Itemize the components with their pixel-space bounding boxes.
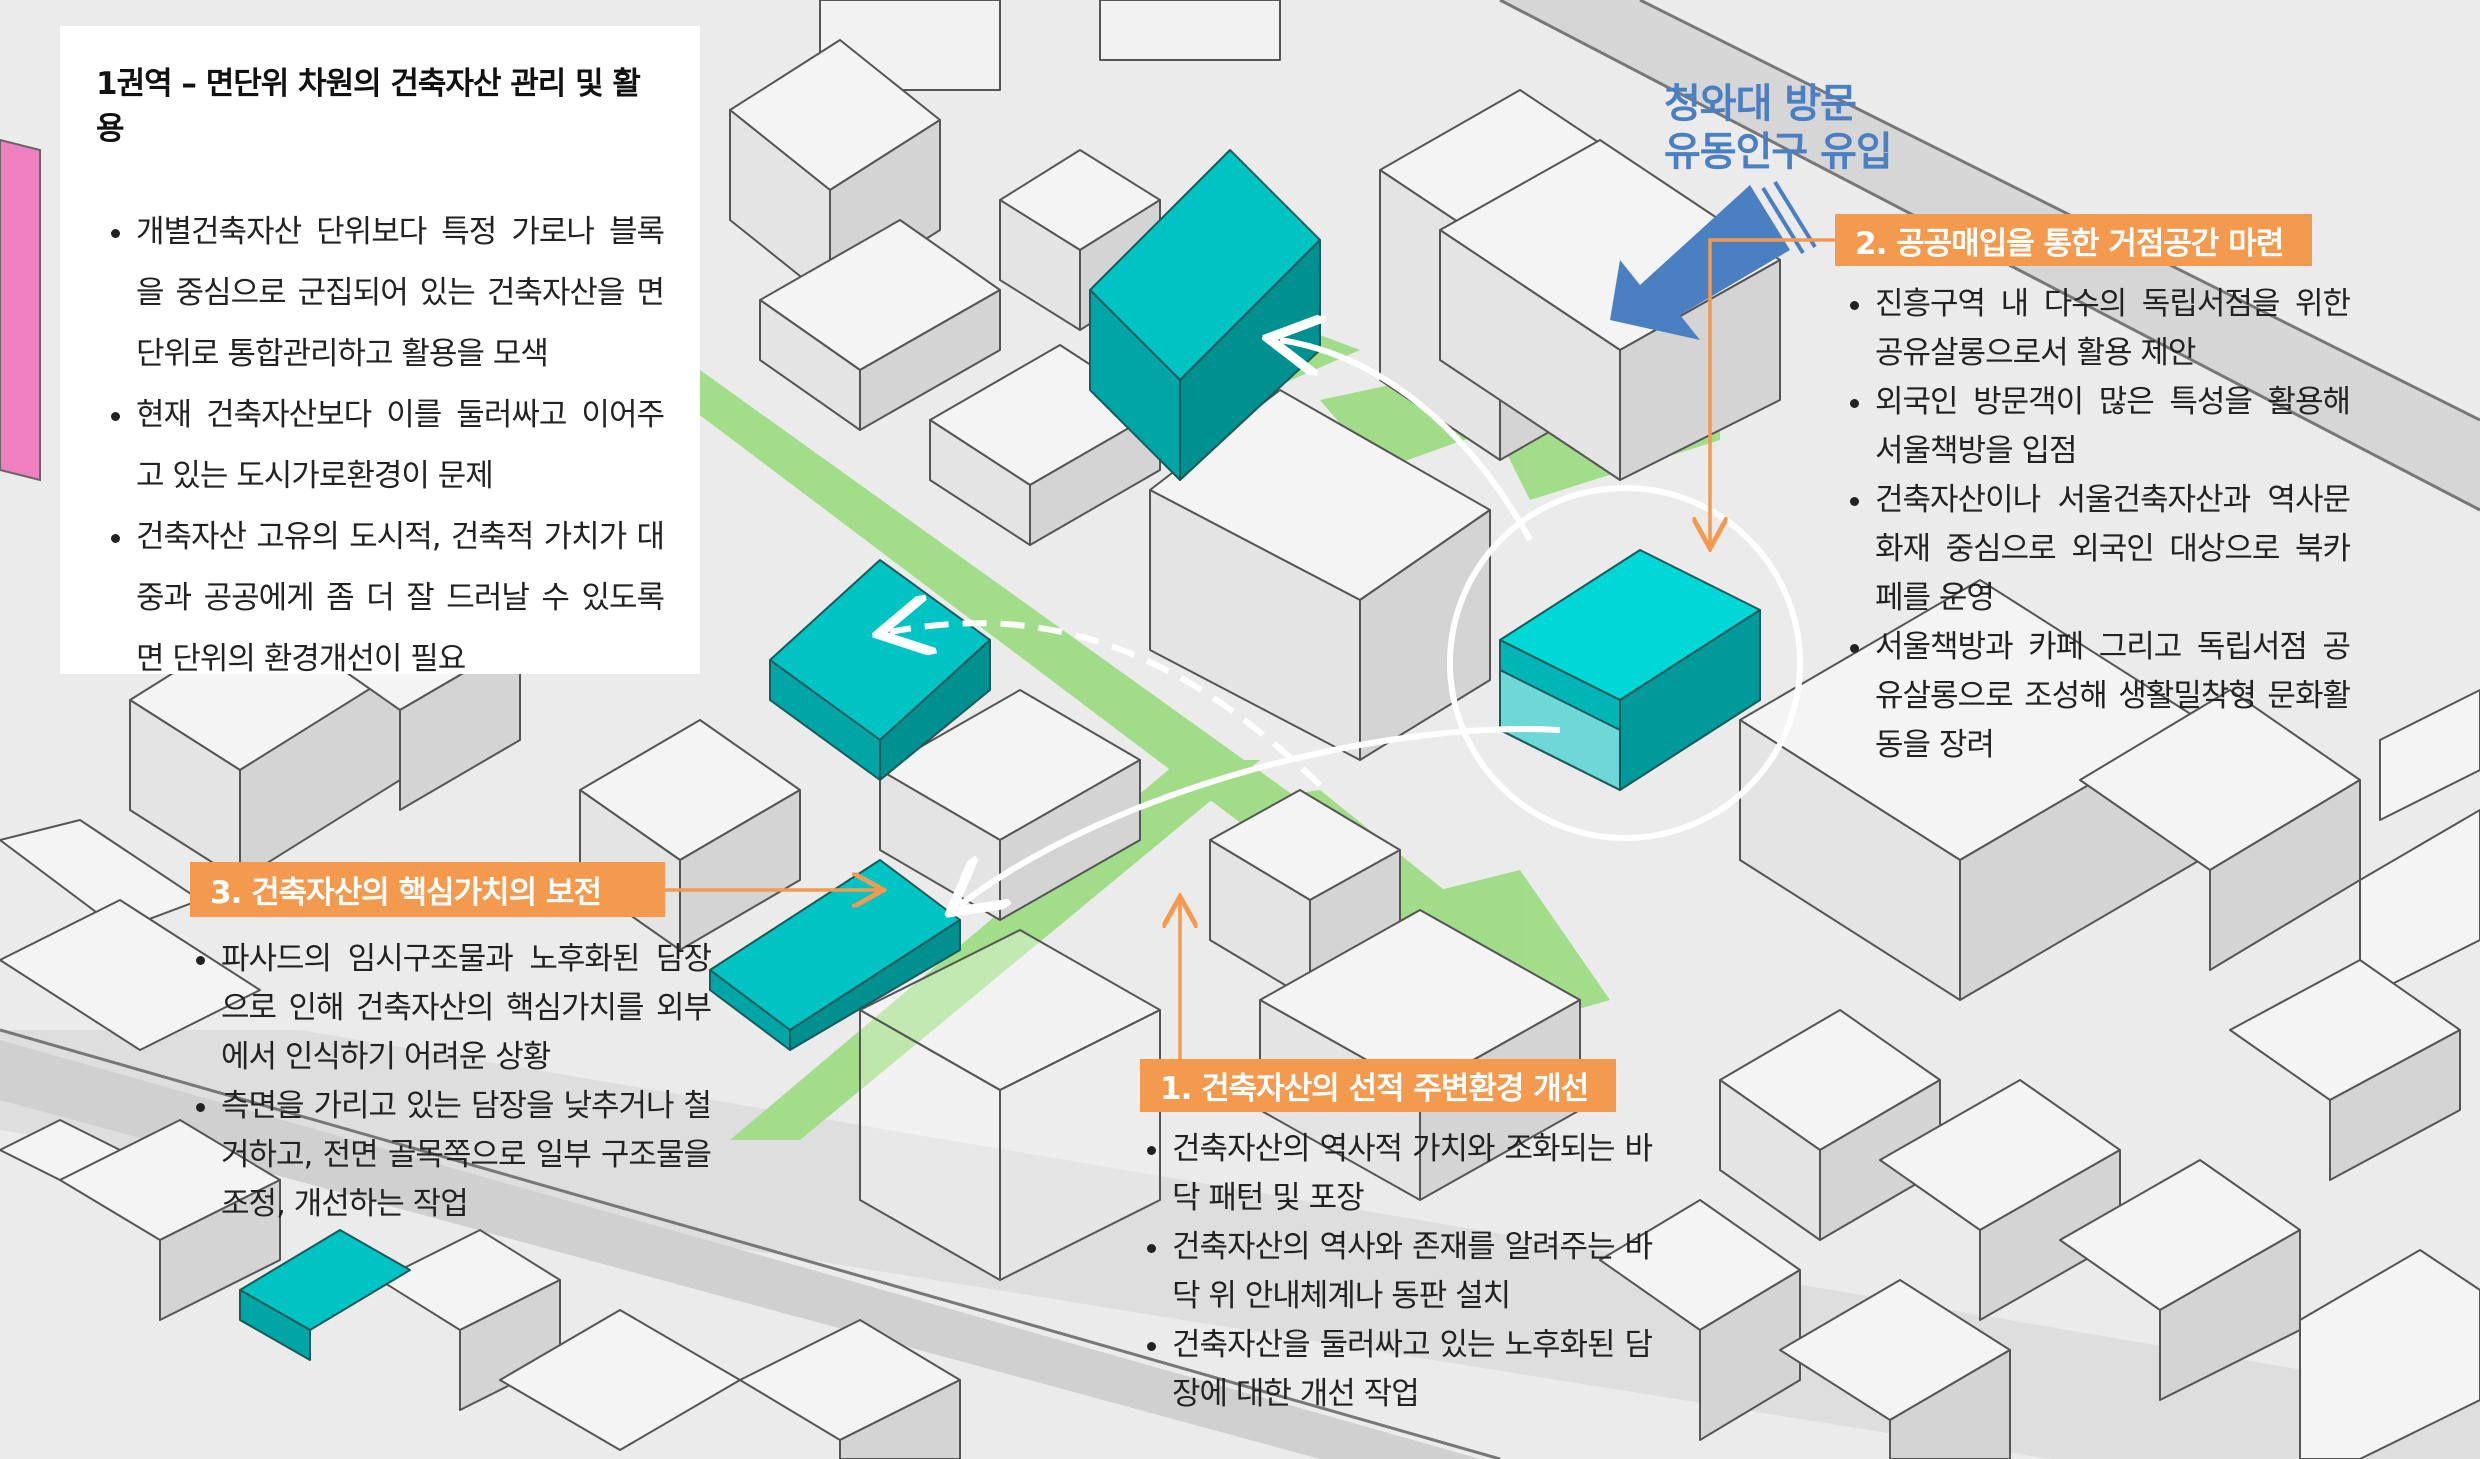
pink-building [0,138,41,482]
white-arrow-icon [890,623,1323,788]
visitor-flow-line2: 유동인구 유입 [1664,129,1893,175]
strategy-1-bullets: 건축자산의 역사적 가치와 조화되는 바닥 패턴 및 포장 건축자산의 역사와 … [1136,1125,1653,1419]
panel-title: 1권역 – 면단위 차원의 건축자산 관리 및 활용 [96,66,641,147]
movement-arrows [890,340,1561,905]
strategy-3-bullets: 파사드의 임시구조물과 노후화된 담장으로 인해 건축자산의 핵심가치를 외부에… [185,935,712,1229]
orange-arrow-icon [1710,238,1835,545]
strategy-3-title: 3. 건축자산의 핵심가치의 보전 [190,862,665,917]
strategy-2-bullets: 진흥구역 내 다수의 독립서점을 위한 공유살롱으로서 활용 제안 외국인 방문… [1839,280,2351,770]
strategy-2-bullet: 서울책방과 카페 그리고 독립서점 공유살롱으로 조성해 생활밀착형 문화활동을… [1875,623,2351,770]
white-arrow-icon [960,726,1561,905]
strategy-2-bullet: 건축자산이나 서울건축자산과 역사문화재 중심으로 외국인 대상으로 북카페를 … [1875,476,2351,623]
visitor-flow-label: 청와대 방문 유동인구 유입 [1664,80,1893,176]
panel-bullet: 현재 건축자산보다 이를 둘러싸고 이어주고 있는 도시가로환경이 문제 [136,385,665,507]
leader-lines [665,238,1835,1060]
info-panel-zone1: 1권역 – 면단위 차원의 건축자산 관리 및 활용 개별건축자산 단위보다 특… [60,26,700,677]
focus-circle-icon [1447,485,1803,841]
panel-bullet: 개별건축자산 단위보다 특정 가로나 블록을 중심으로 군집되어 있는 건축자산… [136,202,665,385]
panel-bullet: 건축자산 고유의 도시적, 건축적 가치가 대중과 공공에게 좀 더 잘 드러날… [136,507,665,690]
strategy-2-bullet: 진흥구역 내 다수의 독립서점을 위한 공유살롱으로서 활용 제안 [1875,280,2351,378]
strategy-1-title: 1. 건축자산의 선적 주변환경 개선 [1140,1059,1616,1112]
strategy-3-bullet: 측면을 가리고 있는 담장을 낮추거나 철거하고, 전면 골목쪽으로 일부 구조… [221,1082,712,1229]
strategy-1-bullet: 건축자산의 역사적 가치와 조화되는 바닥 패턴 및 포장 [1172,1125,1653,1223]
strategy-1-bullet: 건축자산의 역사와 존재를 알려주는 바닥 위 안내체계나 동판 설치 [1172,1223,1653,1321]
white-arrow-icon [1280,340,1533,542]
strategy-3-bullet: 파사드의 임시구조물과 노후화된 담장으로 인해 건축자산의 핵심가치를 외부에… [221,935,712,1082]
panel-bullet-list: 개별건축자산 단위보다 특정 가로나 블록을 중심으로 군집되어 있는 건축자산… [96,202,665,690]
strategy-2-title: 2. 공공매입을 통한 거점공간 마련 [1835,214,2312,266]
blue-arrow-icon [1610,180,1817,340]
strategy-1-bullet: 건축자산을 둘러싸고 있는 노후화된 담장에 대한 개선 작업 [1172,1321,1653,1419]
visitor-flow-line1: 청와대 방문 [1664,81,1857,127]
strategy-2-bullet: 외국인 방문객이 많은 특성을 활용해 서울책방을 입점 [1875,378,2351,476]
